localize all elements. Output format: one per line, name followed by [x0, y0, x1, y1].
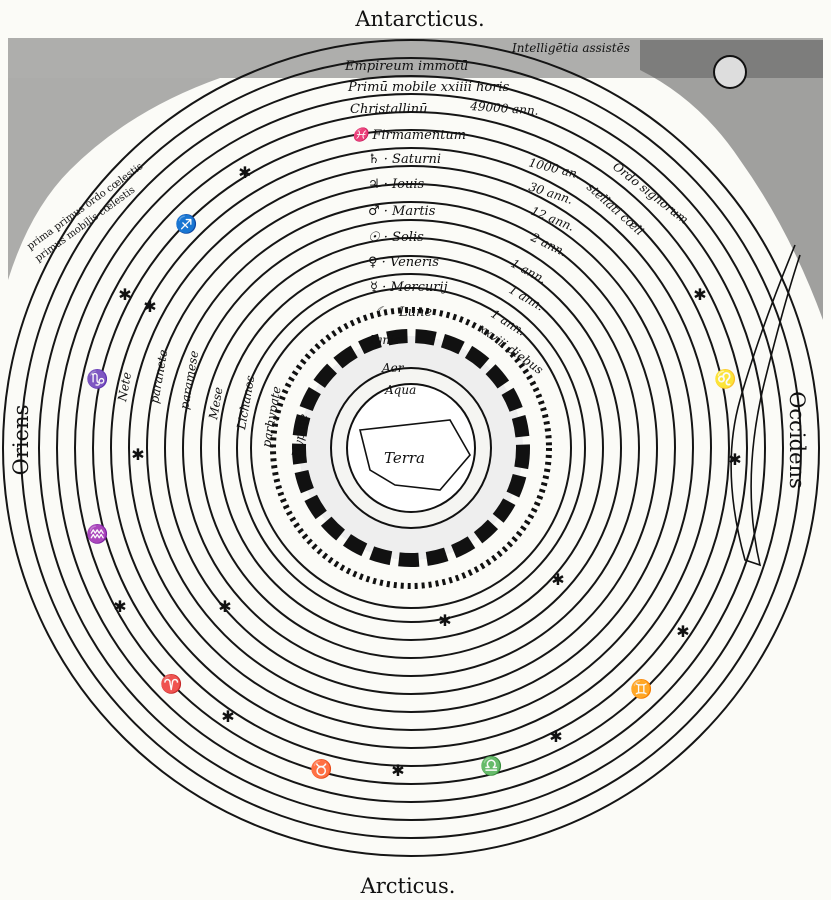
star-icon: ✱	[391, 761, 404, 780]
star-icon: ✱	[131, 445, 144, 464]
sphere-ring-14	[250, 287, 572, 609]
star-icon: ✱	[438, 611, 451, 630]
interval-label-0: Nete	[115, 371, 134, 403]
star-icon: ✱	[238, 163, 251, 182]
star-markers: ✱ ✱ ✱ ✱ ✱ ✱ ✱ ✱ ✱ ✱ ✱ ✱ ✱ ✱	[113, 163, 741, 780]
earth-landmass	[359, 419, 471, 491]
interval-label-5: parhypate	[259, 385, 284, 448]
fire-sphere	[270, 307, 552, 589]
sphere-ring-9	[164, 201, 658, 695]
sphere-ring-7	[128, 165, 694, 731]
intelligentia-banner: Intelligētia assistēs	[511, 41, 630, 55]
star-icon: ✱	[118, 285, 131, 304]
ignis-label: Ignis	[369, 333, 400, 347]
star-icon: ✱	[676, 622, 689, 641]
sphere-name-9: ☿ · Mercurij	[370, 280, 448, 295]
leo-icon: ♌	[714, 368, 736, 390]
sphere-name-3: ♓ Firmamentum	[352, 127, 466, 143]
sphere-ring-13	[236, 273, 586, 623]
star-icon: ✱	[143, 297, 156, 316]
aer-label: Aer	[381, 361, 405, 375]
sphere-ring-2	[38, 75, 784, 821]
sphere-name-5: ♃ · Iouis	[368, 177, 425, 192]
sphere-name-6: ♂ · Martis	[368, 204, 436, 219]
interval-label-3: Mese	[206, 386, 226, 422]
sphere-name-1: Primū mobile xxiiii horis	[347, 80, 510, 95]
earth-sphere	[346, 383, 476, 513]
sphere-ring-12	[218, 255, 604, 641]
arcticus-label: Arcticus.	[360, 874, 456, 898]
sphere-name-10: ☾ · Lune	[375, 305, 432, 320]
sphere-ring-5	[92, 129, 730, 767]
sphere-ring-10	[182, 219, 640, 677]
aqua-label: Aqua	[384, 383, 416, 397]
terra-label: Terra	[384, 449, 425, 467]
sphere-name-2: Christallinū	[350, 102, 428, 117]
celestial-spheres	[2, 39, 820, 857]
star-icon: ✱	[113, 597, 126, 616]
sagittarius-icon: ♐	[175, 213, 197, 235]
aries-icon: ♈	[160, 673, 182, 695]
left-banner-line-2: primus mobilis cœlestis	[33, 185, 137, 265]
sphere-ring-8	[146, 183, 676, 713]
angel-head	[713, 55, 747, 89]
sphere-ring-4	[74, 111, 748, 785]
taurus-icon: ♉	[310, 758, 332, 780]
star-icon: ✱	[551, 570, 564, 589]
elements-core: Ignis Aer Aqua Terra	[270, 307, 552, 589]
sphere-ring-3	[56, 93, 766, 803]
antarcticus-label: Antarcticus.	[354, 7, 484, 31]
sphere-ring-0	[2, 39, 820, 857]
sphere-period-3: 1000 an.	[527, 155, 582, 181]
star-icon: ✱	[549, 727, 562, 746]
libra-icon: ♎	[480, 755, 502, 777]
sphere-ring-6	[110, 147, 712, 749]
sphere-name-0: Empireum immotū	[344, 59, 468, 74]
star-icon: ✱	[728, 450, 741, 469]
left-cloud-band	[8, 78, 220, 280]
sphere-name-7: ☉ · Solis	[368, 230, 424, 245]
occidens-label: Occidens	[785, 391, 809, 489]
pen-scribble	[730, 244, 801, 567]
star-icon: ✱	[693, 285, 706, 304]
sphere-names: Empireum immotū Primū mobile xxiiii hori…	[344, 59, 510, 320]
sphere-period-8: 1 ann.	[507, 282, 547, 313]
angel-figure	[640, 40, 823, 320]
sphere-ring-11	[200, 237, 622, 659]
star-icon: ✱	[221, 707, 234, 726]
sphere-period-5: 12 ann.	[529, 204, 576, 234]
sphere-period-2: 49000 ann.	[469, 99, 539, 118]
sphere-ring-1	[20, 57, 802, 839]
capricorn-icon: ♑	[86, 368, 108, 390]
sphere-name-4: ♄ · Saturni	[368, 152, 441, 167]
aquarius-icon: ♒	[86, 523, 108, 545]
star-icon: ✱	[218, 597, 231, 616]
interval-label-1: paranete	[147, 348, 170, 404]
zodiac-signs: ♐ ♑ ♒ ♈ ♉ ♊ ♌ ♎	[86, 213, 736, 780]
gemini-icon: ♊	[630, 678, 652, 700]
sphere-name-8: ♀ · Veneris	[368, 255, 439, 270]
oriens-label: Oriens	[9, 405, 33, 476]
